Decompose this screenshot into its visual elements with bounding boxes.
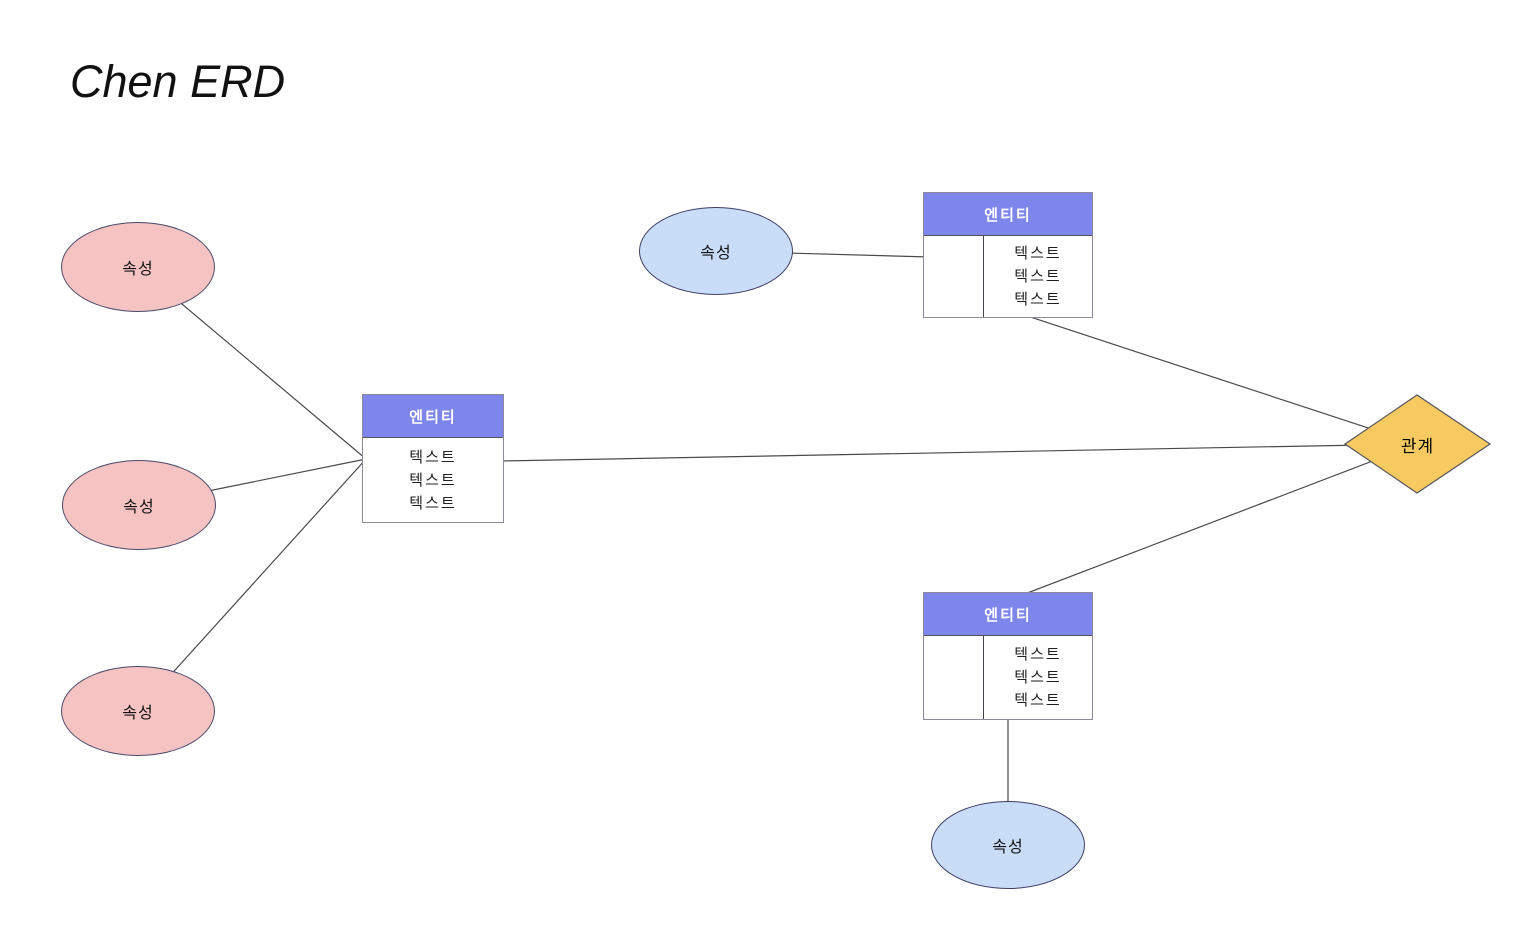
attribute-node-pink-2[interactable]: 속성 <box>62 460 216 550</box>
entity-key-column <box>924 236 984 317</box>
entity-header: 엔티티 <box>363 395 503 438</box>
attribute-node-pink-1[interactable]: 속성 <box>61 222 215 312</box>
entity-node-bottom[interactable]: 엔티티 텍스트 텍스트 텍스트 <box>923 592 1093 720</box>
entity-key-column <box>924 636 984 719</box>
attribute-label: 속성 <box>992 839 1024 856</box>
attribute-node-pink-3[interactable]: 속성 <box>61 666 215 756</box>
entity-row: 텍스트 <box>1014 646 1062 663</box>
entity-node-top[interactable]: 엔티티 텍스트 텍스트 텍스트 <box>923 192 1093 318</box>
entity-row: 텍스트 <box>1014 268 1062 285</box>
entity-header: 엔티티 <box>924 193 1092 236</box>
relationship-label: 관계 <box>1400 436 1435 456</box>
attribute-label: 속성 <box>122 261 154 278</box>
edge-entity-top-relationship[interactable] <box>1008 309 1418 445</box>
entity-row: 텍스트 <box>409 448 457 466</box>
edge-entity-bottom-relationship[interactable] <box>1008 443 1418 601</box>
entity-row: 텍스트 <box>409 494 457 512</box>
attribute-node-blue-top[interactable]: 속성 <box>639 207 793 295</box>
edge-entity-center-relationship[interactable] <box>499 443 1418 462</box>
diagram-title: Chen ERD <box>70 56 286 107</box>
entity-row: 텍스트 <box>1014 669 1062 686</box>
entity-title: 엔티티 <box>984 606 1032 624</box>
attribute-label: 속성 <box>123 499 155 516</box>
entity-row: 텍스트 <box>1014 692 1062 709</box>
entity-row: 텍스트 <box>1014 291 1062 308</box>
relationship-diamond[interactable] <box>1343 394 1492 494</box>
attribute-label: 속성 <box>700 245 732 262</box>
entity-row: 텍스트 <box>409 471 457 489</box>
attribute-node-blue-bottom[interactable]: 속성 <box>931 801 1085 889</box>
entity-node-center[interactable]: 엔티티 텍스트 텍스트 텍스트 <box>362 394 504 523</box>
entity-title: 엔티티 <box>984 206 1032 224</box>
attribute-label: 속성 <box>122 705 154 722</box>
entity-row: 텍스트 <box>1014 245 1062 262</box>
edge-attr3-entity-center[interactable] <box>137 458 367 712</box>
entity-title: 엔티티 <box>409 408 457 426</box>
entity-header: 엔티티 <box>924 593 1092 636</box>
